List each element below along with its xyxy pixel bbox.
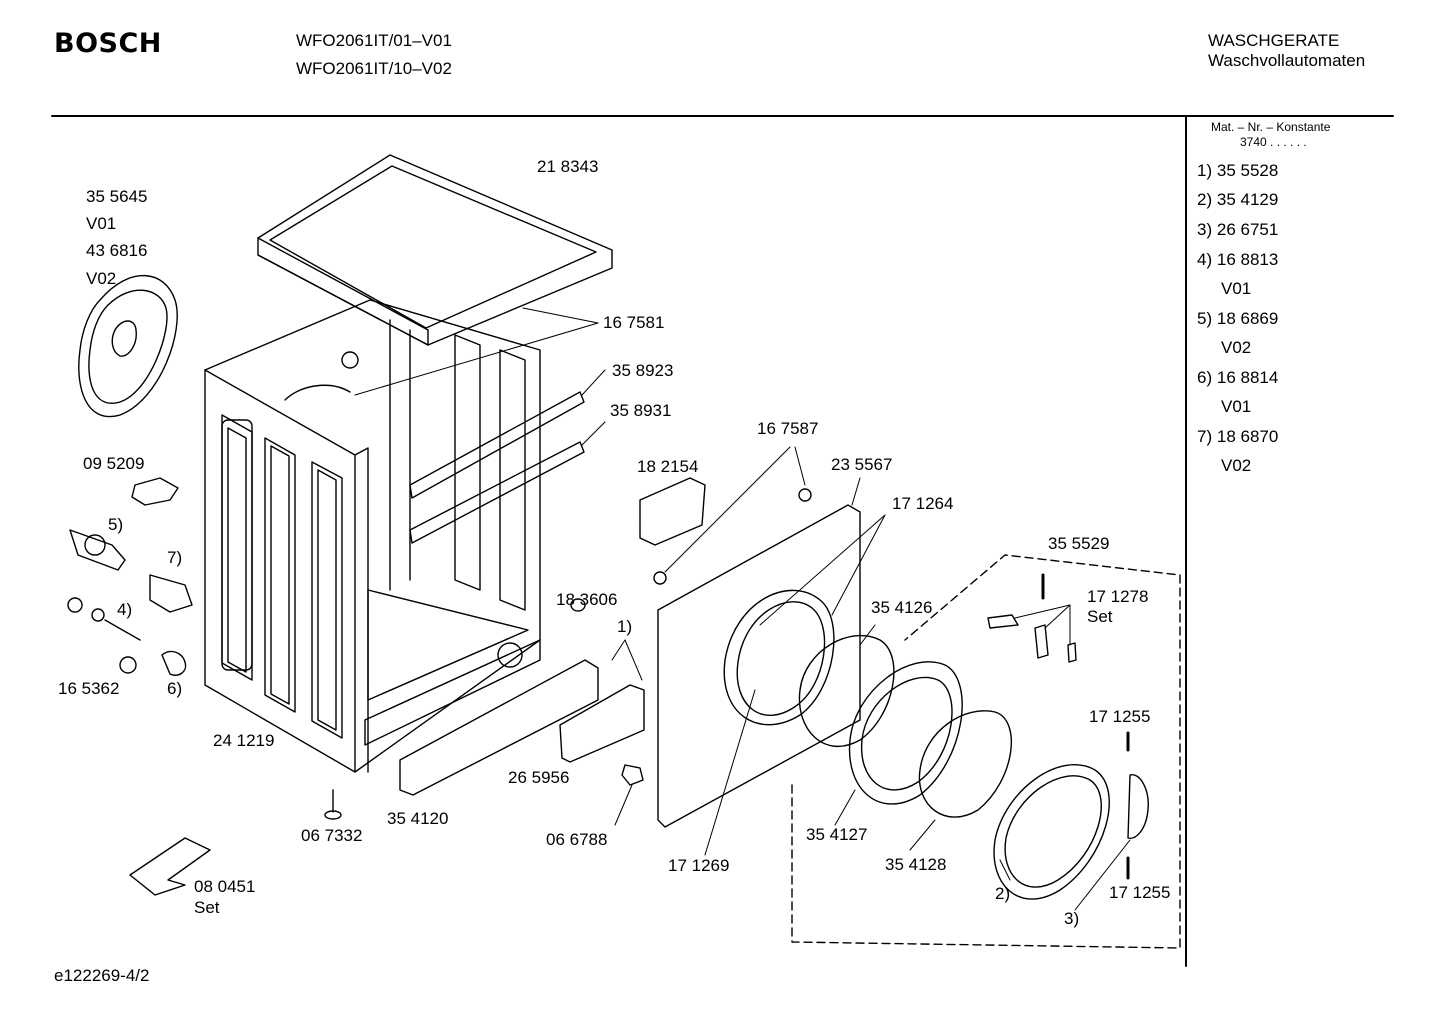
legend-number: 1)	[1197, 161, 1213, 180]
label-354128: 35 4128	[885, 855, 947, 874]
label-171269: 17 1269	[668, 856, 730, 875]
label-355645: 35 5645	[86, 187, 148, 206]
door-lock-part	[639, 477, 812, 585]
legend-item: 4) 16 8813	[1197, 250, 1278, 270]
kit-boundary	[791, 554, 1181, 949]
top-cover-part	[257, 154, 613, 346]
legend-item: V02	[1221, 338, 1251, 358]
legend-item: V01	[1221, 279, 1251, 299]
label-067332: 06 7332	[301, 826, 363, 845]
legend-part: 16 8813	[1216, 250, 1279, 269]
legend-number: 2)	[1197, 190, 1213, 209]
label-set-171278: Set	[1087, 607, 1113, 626]
label-218343: 21 8343	[537, 157, 599, 176]
label-171255-bottom: 17 1255	[1109, 883, 1171, 902]
label-3: 3)	[1064, 909, 1080, 928]
legend-number: 6)	[1197, 368, 1213, 387]
label-182154: 18 2154	[637, 457, 699, 476]
label-354126: 35 4126	[871, 598, 933, 617]
legend-part: 18 6870	[1216, 427, 1279, 446]
label-v01: V01	[86, 214, 117, 233]
label-358923: 35 8923	[612, 361, 674, 380]
legend-number: 3)	[1197, 220, 1213, 239]
brand-logo: BOSCH	[54, 28, 162, 59]
label-set-080451: Set	[194, 898, 220, 917]
legend-item: V02	[1221, 456, 1251, 476]
label-2: 2)	[995, 884, 1011, 903]
label-358931: 35 8931	[610, 401, 672, 420]
legend-item: 6) 16 8814	[1197, 368, 1278, 388]
cabinet-housing-part	[204, 299, 541, 773]
label-7: 7)	[167, 548, 183, 567]
label-171255-top: 17 1255	[1089, 707, 1151, 726]
label-080451: 08 0451	[194, 877, 256, 896]
control-panel-part	[399, 598, 645, 796]
door-assembly-parts	[798, 573, 1149, 900]
leader-lines	[354, 307, 1131, 911]
legend-constant: 3740 . . . . . .	[1240, 135, 1307, 149]
legend-item: V01	[1221, 397, 1251, 417]
legend-part: V02	[1221, 338, 1252, 357]
label-4: 4)	[117, 600, 133, 619]
legend-item: 1) 35 5528	[1197, 161, 1278, 181]
label-5: 5)	[108, 515, 124, 534]
model-number-2: WFO2061IT/10–V02	[296, 59, 452, 78]
label-066788: 06 6788	[546, 830, 608, 849]
label-355529: 35 5529	[1048, 534, 1110, 553]
legend-item: 2) 35 4129	[1197, 190, 1278, 210]
legend-item: 7) 18 6870	[1197, 427, 1278, 447]
label-241219: 24 1219	[213, 731, 275, 750]
legend-number: 4)	[1197, 250, 1213, 269]
label-354120: 35 4120	[387, 809, 449, 828]
label-167581: 16 7581	[603, 313, 665, 332]
label-235567: 23 5567	[831, 455, 893, 474]
legend-part: 35 4129	[1216, 190, 1279, 209]
legend-number: 7)	[1197, 427, 1213, 446]
document-code: e122269-4/2	[54, 966, 150, 985]
front-panel-part	[657, 504, 861, 828]
legend-part: V02	[1221, 456, 1252, 475]
legend-part: V01	[1221, 279, 1252, 298]
cross-rail-parts	[409, 391, 585, 544]
legend-title: Mat. – Nr. – Konstante	[1211, 120, 1331, 134]
label-171264: 17 1264	[892, 494, 954, 513]
label-436816: 43 6816	[86, 241, 148, 260]
label-095209: 09 5209	[83, 454, 145, 473]
legend-number: 5)	[1197, 309, 1213, 328]
legend-part: V01	[1221, 397, 1252, 416]
legend-part: 35 5528	[1216, 161, 1279, 180]
label-1: 1)	[617, 617, 633, 636]
label-v02: V02	[86, 269, 117, 288]
legend-part: 18 6869	[1216, 309, 1279, 328]
label-265956: 26 5956	[508, 768, 570, 787]
model-number-1: WFO2061IT/01–V01	[296, 31, 452, 50]
label-171278: 17 1278	[1087, 587, 1149, 606]
label-167587: 16 7587	[757, 419, 819, 438]
label-6: 6)	[167, 679, 183, 698]
bottom-parts	[129, 789, 342, 896]
category-title: WASCHGERATE	[1208, 31, 1340, 50]
label-183606: 18 3606	[556, 590, 618, 609]
small-parts-left	[67, 477, 193, 676]
category-subtitle: Waschvollautomaten	[1208, 51, 1366, 70]
legend-item: 3) 26 6751	[1197, 220, 1278, 240]
bearing-cover-part	[78, 274, 178, 418]
label-354127: 35 4127	[806, 825, 868, 844]
label-165362: 16 5362	[58, 679, 120, 698]
legend-part: 26 6751	[1216, 220, 1279, 239]
legend-item: 5) 18 6869	[1197, 309, 1278, 329]
legend-part: 16 8814	[1216, 368, 1279, 387]
